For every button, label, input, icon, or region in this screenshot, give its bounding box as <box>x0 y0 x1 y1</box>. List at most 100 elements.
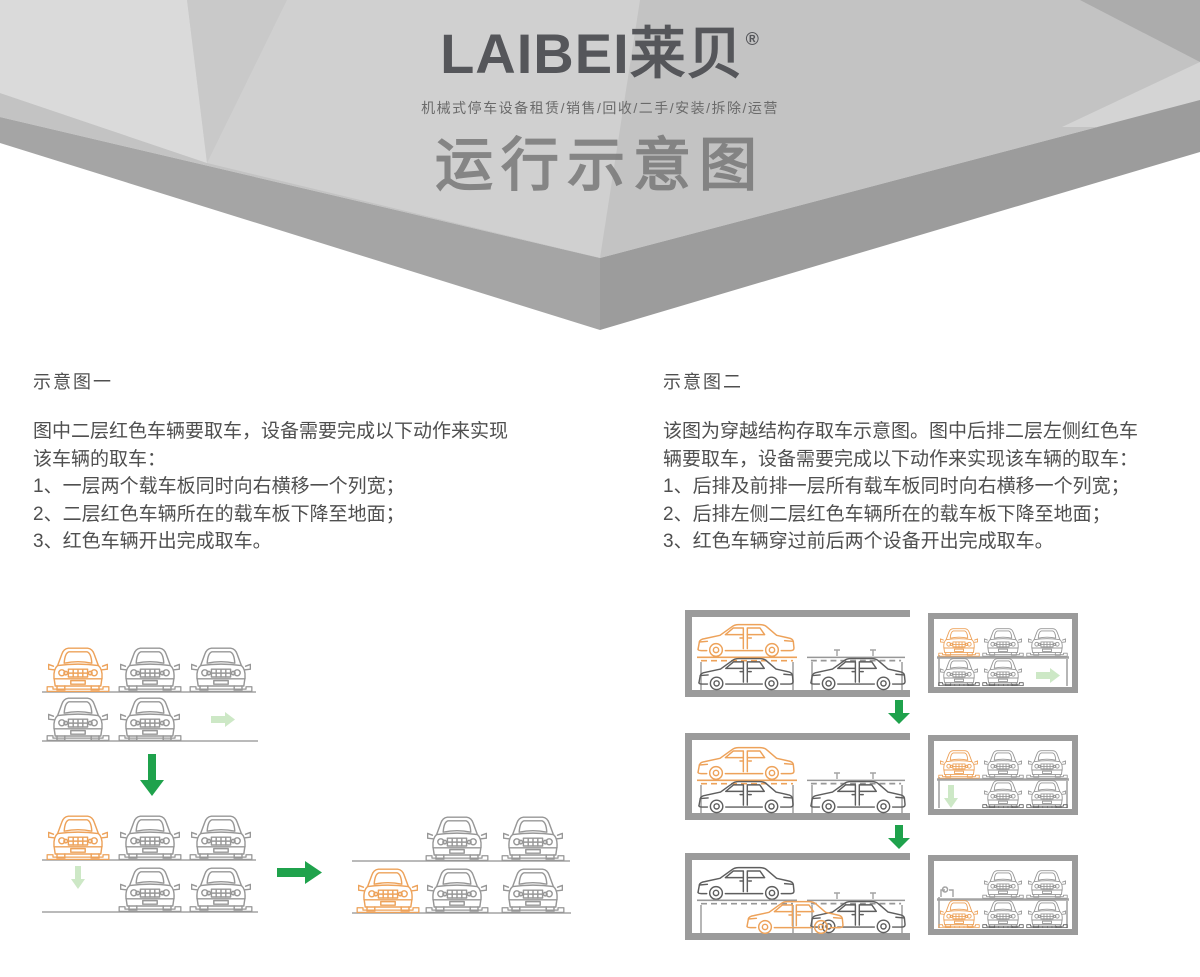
diagram2-stage1 <box>685 610 1078 697</box>
arrow-down-faded-icon <box>71 866 85 889</box>
page-title: 运行示意图 <box>434 133 765 198</box>
side-car <box>810 657 906 691</box>
side-car <box>810 900 906 934</box>
diagram2-stage3 <box>685 853 1078 940</box>
pallet-hatched <box>982 924 1024 929</box>
header-facet-dark-corner <box>1080 0 1200 62</box>
diagram1-stage2 <box>42 815 258 913</box>
front-car <box>1028 750 1066 778</box>
section-2: 示意图二 该图为穿越结构存取车示意图。图中后排二层左侧红色车 辆要取车，设备需要… <box>663 368 1200 556</box>
front-car-orange <box>48 647 108 691</box>
header-facet-lighter <box>0 0 207 163</box>
side-car <box>697 866 795 901</box>
brand-logo-cjk: 莱贝 <box>629 22 744 85</box>
pallet-hatched <box>1026 924 1068 929</box>
front-car <box>984 658 1022 686</box>
header-facet-wedge <box>187 0 287 163</box>
front-car <box>503 868 563 912</box>
front-panel <box>928 855 1078 935</box>
front-car <box>1028 870 1066 898</box>
side-car-orange <box>697 746 795 781</box>
pallet-hook-icon <box>834 649 876 656</box>
pallet-hook-icon <box>834 772 876 779</box>
section-1-heading: 示意图一 <box>33 372 113 392</box>
section-1-line: 该车辆的取车： <box>33 448 167 470</box>
front-car <box>48 697 108 741</box>
front-car <box>120 697 180 741</box>
front-car <box>1028 780 1066 808</box>
pallet <box>1026 774 1068 779</box>
diagram-1 <box>42 647 571 914</box>
section-1-line: 1、一层两个载车板同时向右横移一个列宽； <box>33 476 405 497</box>
registered-trademark-icon: ® <box>745 29 760 49</box>
brand-tagline: 机械式停车设备租赁/销售/回收/二手/安装/拆除/运营 <box>421 100 779 116</box>
front-car <box>984 780 1022 808</box>
side-car <box>810 780 906 814</box>
front-car <box>191 647 251 691</box>
pallet-hook-icon <box>834 892 876 899</box>
brand-logo-latin: LAIBEI <box>440 22 630 85</box>
front-car <box>984 900 1022 928</box>
front-car-orange <box>48 815 108 859</box>
section-2-line: 3、红色车辆穿过前后两个设备开出完成取车。 <box>663 531 1054 552</box>
front-car <box>120 867 180 911</box>
front-panel <box>928 735 1078 815</box>
pallet-hatched <box>938 682 980 687</box>
front-car <box>984 750 1022 778</box>
section-2-line: 该图为穿越结构存取车示意图。图中后排二层左侧红色车 <box>663 421 1139 442</box>
front-panel <box>928 613 1078 693</box>
front-car <box>120 647 180 691</box>
arrow-right-faded-icon <box>211 712 235 727</box>
pallet-hatched <box>982 682 1024 687</box>
diagram-2 <box>685 610 1078 940</box>
diagram2-stage2 <box>685 733 1078 820</box>
front-car-orange <box>358 868 418 912</box>
section-1-line: 图中二层红色车辆要取车，设备需要完成以下动作来实现 <box>33 421 509 442</box>
front-car-orange <box>940 628 978 656</box>
front-car <box>984 870 1022 898</box>
pallet <box>982 652 1024 657</box>
side-panel <box>685 733 910 820</box>
pallet-hatched <box>938 924 980 929</box>
empty-pallet-hook-icon <box>940 886 954 897</box>
front-car <box>1028 628 1066 656</box>
section-2-heading: 示意图二 <box>663 372 743 392</box>
front-car <box>503 816 563 860</box>
pallet-hatched <box>1026 804 1068 809</box>
section-2-line: 辆要取车，设备需要完成以下动作来实现该车辆的取车： <box>663 448 1139 470</box>
front-car <box>427 816 487 860</box>
section-2-line: 2、后排左侧二层红色车辆所在的载车板下降至地面； <box>663 503 1111 525</box>
arrow-down-icon <box>888 700 910 724</box>
arrow-down-icon <box>888 825 910 849</box>
front-car <box>984 628 1022 656</box>
header-bevel-left <box>0 117 600 330</box>
front-car-orange <box>940 900 978 928</box>
pallet <box>938 774 980 779</box>
brand-logo: LAIBEI莱贝® <box>0 26 1200 82</box>
front-car-orange <box>940 750 978 778</box>
header-bevel-right <box>600 100 1200 330</box>
section-1-line: 2、二层红色车辆所在的载车板下降至地面； <box>33 503 405 525</box>
pallet <box>1026 894 1068 899</box>
pallet <box>982 774 1024 779</box>
side-car <box>698 657 794 691</box>
side-car <box>698 780 794 814</box>
front-car <box>940 658 978 686</box>
front-car <box>191 867 251 911</box>
front-car <box>427 868 487 912</box>
diagram1-stage1 <box>42 647 258 742</box>
pallet <box>1026 652 1068 657</box>
side-panel <box>685 610 910 697</box>
arrow-right-icon <box>277 861 322 884</box>
section-2-line: 1、后排及前排一层所有载车板同时向右横移一个列宽； <box>663 476 1130 497</box>
pallet <box>938 652 980 657</box>
side-car-orange <box>697 623 795 658</box>
front-car <box>1028 900 1066 928</box>
arrow-down-icon <box>140 754 164 796</box>
header-banner <box>0 0 1200 330</box>
front-car <box>120 815 180 859</box>
arrow-down-faded-icon <box>944 785 958 808</box>
side-panel <box>685 853 910 940</box>
front-car <box>191 815 251 859</box>
